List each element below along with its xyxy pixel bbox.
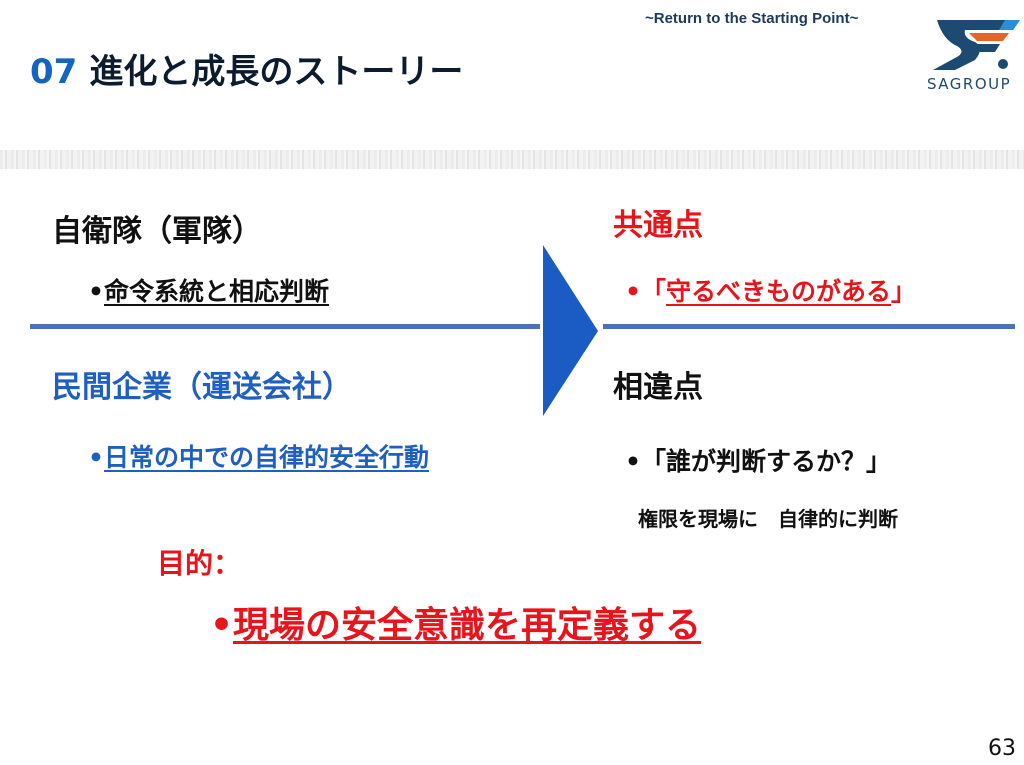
purpose-statement: •現場の安全意識を再定義する bbox=[210, 596, 701, 648]
divider-left bbox=[30, 324, 540, 329]
tagline: ~Return to the Starting Point~ bbox=[645, 10, 859, 27]
bullet-command: •命令系統と相応判断 bbox=[88, 272, 329, 308]
bullet-text: 守るべきものがある bbox=[666, 277, 892, 306]
title-text: 進化と成長のストーリー bbox=[89, 52, 464, 92]
purpose-text: 現場の安全意識を再定義する bbox=[233, 605, 702, 646]
divider-right bbox=[603, 324, 1015, 329]
svg-text:SAGROUP: SAGROUP bbox=[927, 75, 1011, 92]
bullet: • bbox=[625, 277, 641, 306]
bullet-who-decides: •「誰が判断するか？」 bbox=[625, 442, 891, 478]
bullet: • bbox=[88, 443, 104, 472]
bullet-text: 「誰が判断するか？」 bbox=[640, 447, 891, 476]
bullet-protect: •「守るべきものがある」 bbox=[625, 272, 916, 308]
page-number: 63 bbox=[988, 736, 1016, 761]
arrow-right-icon bbox=[543, 245, 599, 421]
purpose-label: 目的： bbox=[157, 547, 242, 580]
page-title: 07 進化と成長のストーリー bbox=[30, 44, 463, 93]
bullet-text: 命令系統と相応判断 bbox=[103, 277, 329, 306]
heading-sdf: 自衛隊（軍隊） bbox=[52, 214, 262, 249]
texture-band bbox=[0, 150, 1024, 169]
heading-company: 民間企業（運送会社） bbox=[52, 370, 352, 405]
heading-common: 共通点 bbox=[613, 208, 703, 243]
bullet: • bbox=[625, 447, 641, 476]
bracket-close: 」 bbox=[891, 277, 917, 306]
bullet-text: 日常の中での自律的安全行動 bbox=[103, 443, 429, 472]
bracket-open: 「 bbox=[640, 277, 666, 306]
bullet-autonomous: •日常の中での自律的安全行動 bbox=[88, 438, 429, 474]
bullet: • bbox=[88, 277, 104, 306]
bullet: • bbox=[210, 605, 234, 646]
section-number: 07 bbox=[30, 52, 78, 92]
sagroup-logo: SAGROUP bbox=[925, 12, 1024, 93]
heading-difference: 相違点 bbox=[613, 370, 703, 405]
difference-note: 権限を現場に 自律的に判断 bbox=[638, 507, 898, 531]
